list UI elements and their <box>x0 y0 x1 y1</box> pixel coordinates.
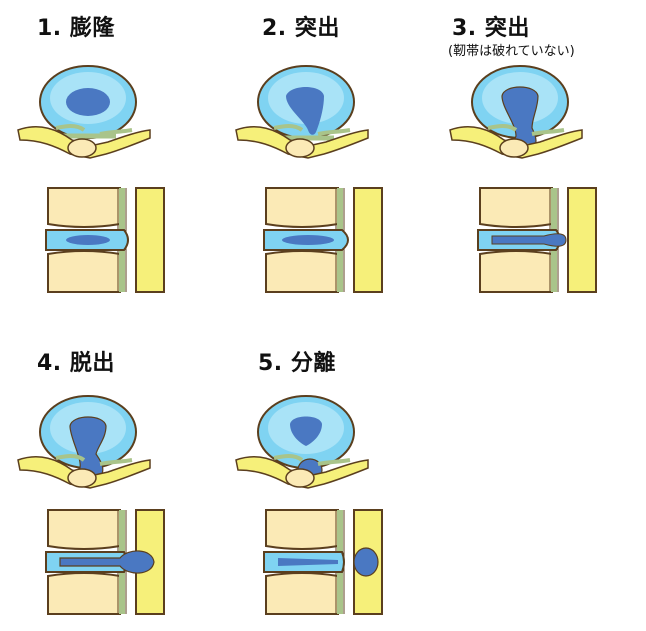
panel-3-axial <box>448 65 584 160</box>
panel-2-sagittal <box>263 188 382 292</box>
panel-2-axial <box>234 65 370 160</box>
panel-4-title: 4. 脱出 <box>37 351 115 376</box>
panel-1-nucleus <box>66 88 110 116</box>
panel-5-nucleus <box>290 416 322 446</box>
panel-4-sagittal <box>45 510 164 614</box>
panel-2-title: 2. 突出 <box>262 16 340 41</box>
panel-4-axial <box>16 395 152 490</box>
panel-1-sagittal <box>45 188 164 292</box>
panel-3-subtitle: (靭帯は破れていない) <box>448 44 575 59</box>
panel-1-axial <box>16 65 152 160</box>
panel-1-title: 1. 膨隆 <box>37 16 115 41</box>
panel-3-sagittal <box>477 188 596 292</box>
panel-5-title: 5. 分離 <box>258 351 336 376</box>
panel-3-nucleus <box>501 86 539 154</box>
panel-2-nucleus <box>286 87 324 135</box>
panel-5-sagittal <box>263 510 382 614</box>
panel-3-title: 3. 突出 <box>452 16 530 41</box>
panel-5-axial <box>234 395 370 490</box>
